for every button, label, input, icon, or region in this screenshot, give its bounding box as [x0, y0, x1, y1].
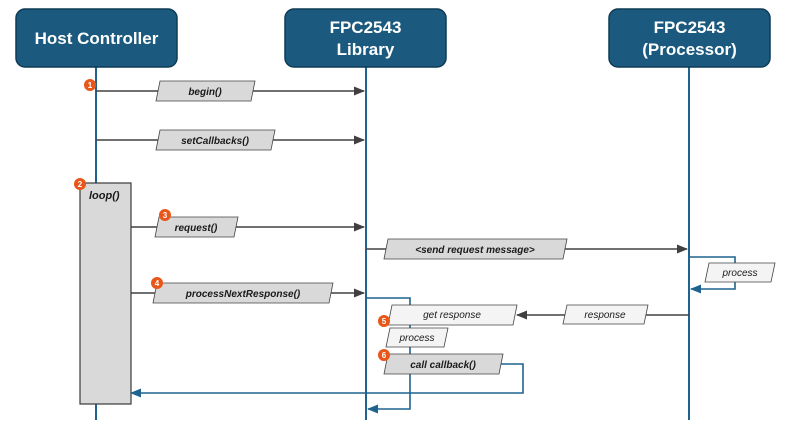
label-send-request: <send request message> [383, 238, 568, 260]
label-begin-text: begin() [188, 87, 222, 98]
label-call-callback-text: call callback() [410, 360, 476, 371]
label-response-text: response [584, 310, 626, 321]
svg-text:6: 6 [382, 351, 387, 360]
participant-library-line2: Library [337, 40, 395, 59]
participant-library-line1: FPC2543 [330, 18, 402, 37]
step-badge-5: 5 [378, 315, 390, 327]
label-processor-process-text: process [721, 268, 757, 279]
svg-text:1: 1 [88, 81, 93, 90]
svg-text:5: 5 [382, 317, 387, 326]
library-activation-path [366, 297, 411, 414]
svg-text:2: 2 [78, 180, 83, 189]
step-badge-1: 1 [84, 79, 96, 91]
participant-host-label: Host Controller [35, 29, 159, 48]
participant-processor: FPC2543 (Processor) [608, 8, 771, 68]
label-response: response [562, 304, 649, 325]
label-get-response: get response [387, 304, 518, 326]
label-set-callbacks-text: setCallbacks() [181, 136, 249, 147]
step-badge-6: 6 [378, 349, 390, 361]
participant-processor-line1: FPC2543 [654, 18, 726, 37]
label-process-next-response-text: processNextResponse() [185, 289, 301, 300]
svg-text:3: 3 [163, 211, 168, 220]
step-badge-3: 3 [159, 209, 171, 221]
loop-box [79, 182, 132, 405]
participant-processor-line2: (Processor) [642, 40, 736, 59]
label-call-callback: call callback() [383, 353, 504, 375]
label-library-process: process [385, 327, 449, 348]
label-process-next-response: processNextResponse() [152, 282, 334, 304]
participant-library: FPC2543 Library [284, 8, 447, 68]
label-get-response-text: get response [423, 310, 481, 321]
label-begin: begin() [155, 80, 256, 102]
label-request-text: request() [175, 223, 218, 234]
label-send-request-text: <send request message> [415, 245, 535, 256]
label-set-callbacks: setCallbacks() [155, 129, 276, 151]
label-processor-process: process [704, 262, 776, 283]
step-badge-2: 2 [74, 178, 86, 190]
step-badge-4: 4 [151, 277, 163, 289]
loop-label: loop() [89, 190, 120, 202]
participant-host-controller: Host Controller [15, 8, 178, 68]
label-library-process-text: process [398, 333, 434, 344]
label-request: request() [154, 216, 239, 238]
svg-text:4: 4 [155, 279, 160, 288]
